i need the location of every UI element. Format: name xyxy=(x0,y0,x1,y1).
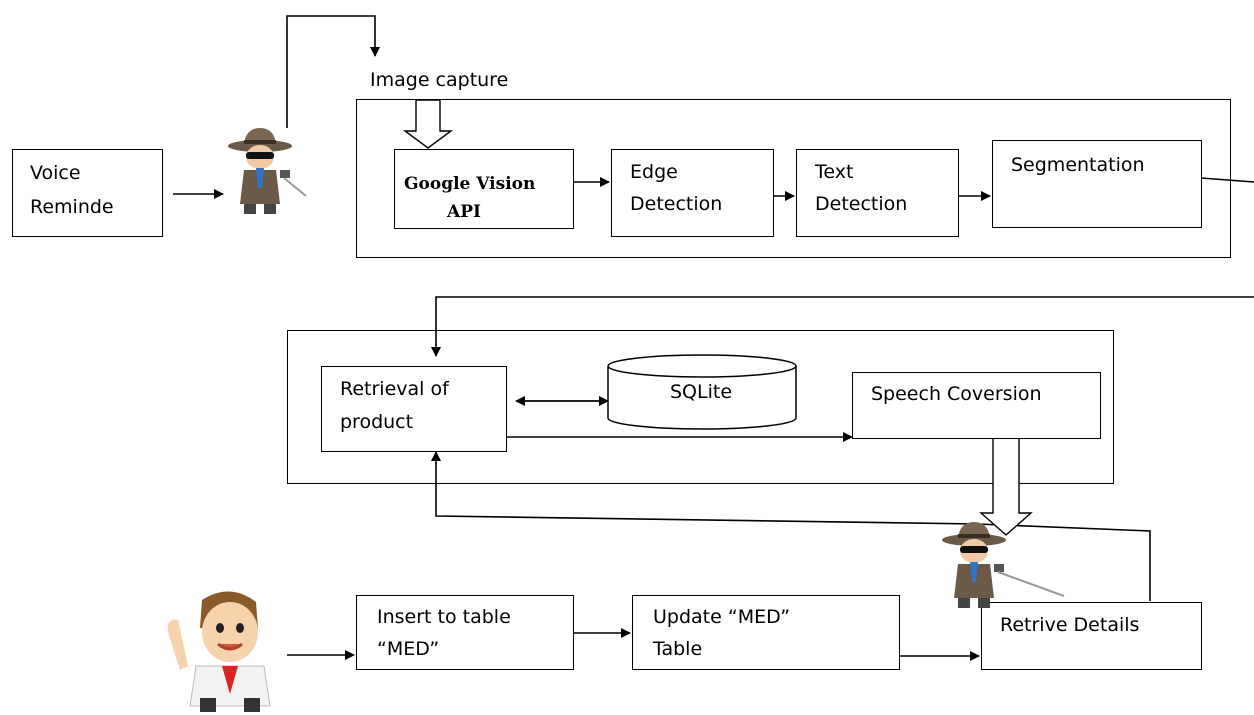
edge-detection-line2: Detection xyxy=(630,193,723,215)
text-detection-line2: Detection xyxy=(815,193,908,215)
blind-user-icon xyxy=(228,128,307,214)
line-seg-exit xyxy=(1200,177,1254,183)
google-vision-line1: Google Vision xyxy=(404,174,536,194)
insert-table-line1: Insert to table xyxy=(377,606,511,628)
voice-reminder-box: Voice Reminde xyxy=(12,149,163,237)
update-table-line2: Table xyxy=(653,638,703,660)
retrieve-details-box: Retrive Details xyxy=(981,602,1202,670)
text-detection-box: Text Detection xyxy=(796,149,959,237)
retrieval-box: Retrieval of product xyxy=(321,366,507,452)
retrieval-group xyxy=(287,330,1114,484)
sqlite-cylinder xyxy=(607,354,797,430)
speech-conversion-box: Speech Coversion xyxy=(852,372,1101,439)
segmentation-label: Segmentation xyxy=(1011,154,1145,176)
vision-pipeline-group xyxy=(356,99,1231,258)
text-detection-line1: Text xyxy=(815,161,854,183)
update-table-box: Update “MED” Table xyxy=(632,595,900,670)
insert-table-box: Insert to table “MED” xyxy=(356,595,574,670)
edge-detection-box: Edge Detection xyxy=(611,149,774,237)
arrow-user-to-capture xyxy=(286,15,380,128)
block-arrow-speech xyxy=(979,436,1033,536)
block-arrow-capture xyxy=(402,99,454,149)
edge-detection-line1: Edge xyxy=(630,161,678,183)
google-vision-line2: API xyxy=(447,202,481,222)
update-table-line1: Update “MED” xyxy=(653,606,791,628)
sqlite-label: SQLite xyxy=(670,381,733,403)
voice-reminder-line1: Voice xyxy=(30,162,81,184)
doctor-icon xyxy=(167,591,271,712)
voice-reminder-line2: Reminde xyxy=(30,196,114,218)
retrieval-line2: product xyxy=(340,411,414,433)
segmentation-box: Segmentation xyxy=(992,140,1202,228)
retrieve-details-label: Retrive Details xyxy=(1000,614,1140,636)
google-vision-box: Google Vision API xyxy=(394,149,574,229)
arrow-return-to-retrieval xyxy=(431,296,1254,357)
insert-table-line2: “MED” xyxy=(377,638,440,660)
image-capture-label: Image capture xyxy=(370,69,509,91)
blind-user-icon-2 xyxy=(942,522,1065,608)
speech-conversion-label: Speech Coversion xyxy=(871,383,1042,405)
retrieval-line1: Retrieval of xyxy=(340,378,449,400)
